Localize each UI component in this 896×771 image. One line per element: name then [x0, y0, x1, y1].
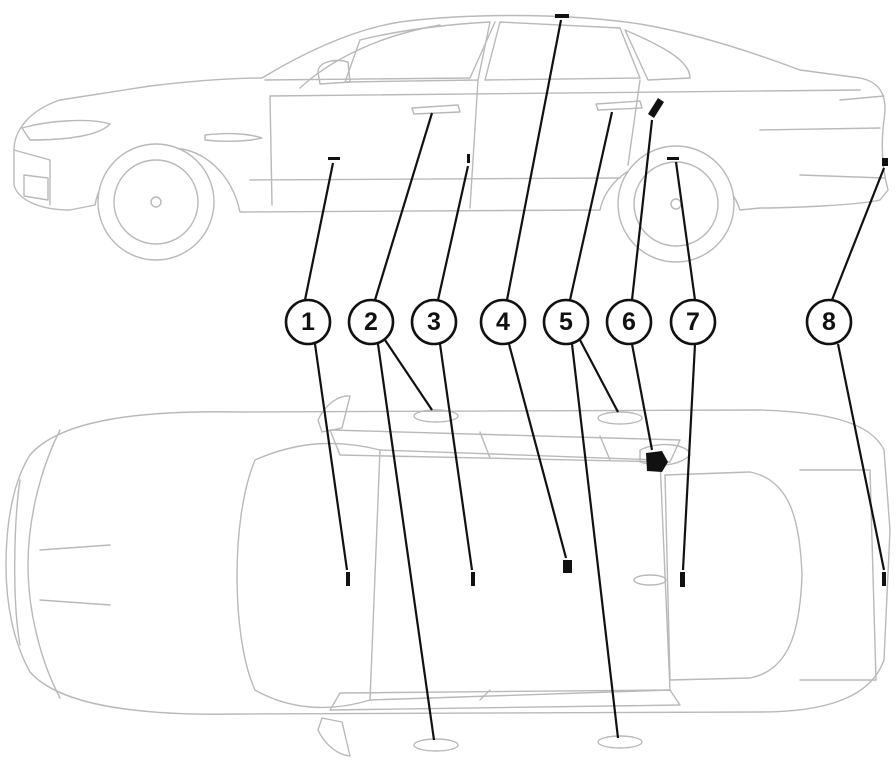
- marker-1-top: [346, 572, 350, 586]
- side-view-car: [13, 14, 889, 263]
- leader-4-up: [505, 19, 563, 301]
- leader-2-bottom: [376, 343, 436, 741]
- leader-lines: [303, 19, 886, 741]
- marker-7-side: [667, 157, 679, 160]
- marker-4-side: [555, 14, 569, 18]
- callout-4-label: 4: [496, 308, 510, 336]
- callout-1: 1: [284, 298, 332, 346]
- leader-8-down: [836, 343, 886, 571]
- leader-5-up: [568, 111, 614, 301]
- callout-1-label: 1: [301, 308, 315, 336]
- callout-7: 7: [669, 298, 717, 346]
- marker-1-side: [328, 157, 340, 160]
- callouts: 1 2 3 4 5 6 7 8: [284, 298, 853, 346]
- leader-7-up: [674, 161, 697, 301]
- marker-6-side: [648, 98, 664, 118]
- callout-7-label: 7: [686, 308, 700, 336]
- leader-3-up: [436, 165, 470, 301]
- callout-6-label: 6: [622, 308, 636, 336]
- marker-3-side: [467, 154, 470, 163]
- leader-6-down: [630, 343, 654, 451]
- marker-6-top: [646, 451, 668, 472]
- marker-8-top: [882, 572, 886, 586]
- marker-7-top: [680, 572, 685, 587]
- callout-2: 2: [347, 298, 395, 346]
- leader-5-bottom: [570, 343, 620, 739]
- marker-4-top: [563, 560, 572, 573]
- callout-5-label: 5: [559, 308, 573, 336]
- callout-8: 8: [805, 298, 853, 346]
- leader-2-up: [373, 112, 434, 301]
- leader-4-down: [507, 343, 568, 559]
- leader-3-down: [438, 343, 474, 571]
- leader-2-top: [384, 339, 433, 411]
- leader-5-top: [579, 339, 619, 413]
- marker-8-side: [882, 158, 888, 166]
- callout-3: 3: [410, 298, 458, 346]
- callout-8-label: 8: [822, 308, 836, 336]
- top-view-car: [5, 395, 891, 757]
- callout-4: 4: [479, 298, 527, 346]
- callout-5: 5: [542, 298, 590, 346]
- marker-3-top: [471, 572, 475, 586]
- leader-1-up: [303, 162, 335, 301]
- leader-8-up: [830, 167, 886, 301]
- leader-7-down: [681, 343, 697, 571]
- callout-2-label: 2: [364, 308, 378, 336]
- callout-6: 6: [605, 298, 653, 346]
- leader-6-up: [630, 119, 654, 301]
- leader-1-down: [313, 343, 349, 571]
- location-markers: [328, 14, 888, 587]
- callout-3-label: 3: [427, 308, 441, 336]
